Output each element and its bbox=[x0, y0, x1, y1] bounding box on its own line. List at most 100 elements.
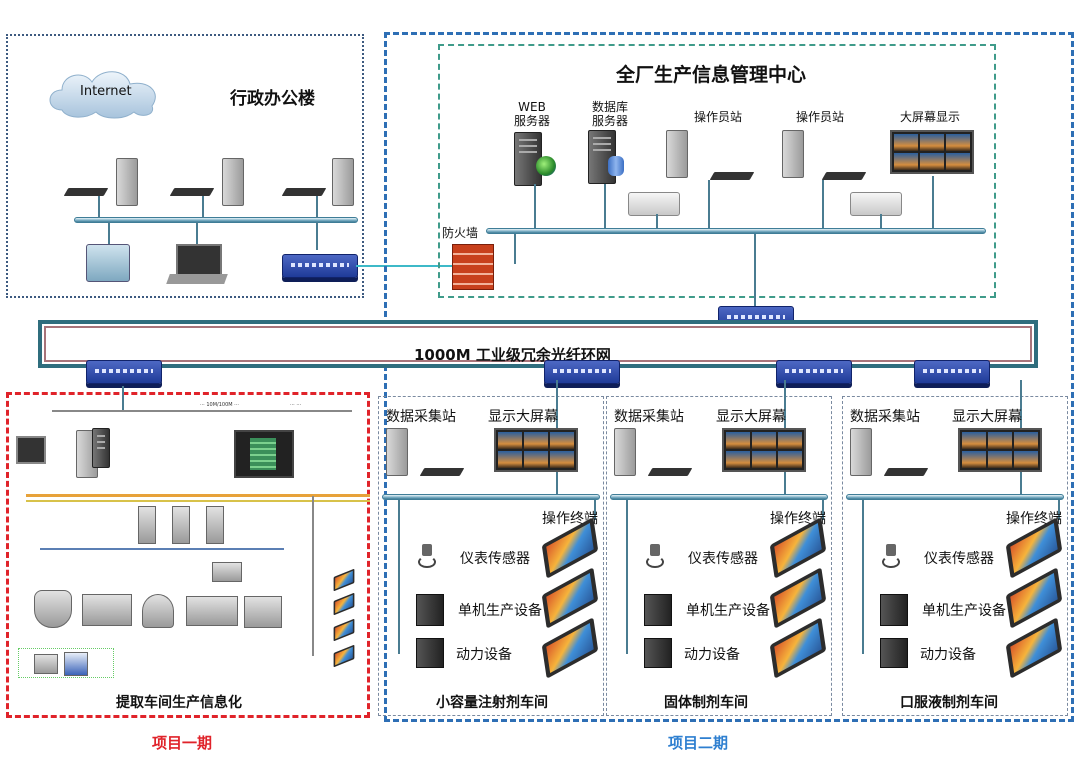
fiber-ring-inner bbox=[44, 326, 1032, 362]
link-line bbox=[316, 196, 318, 218]
phase1-ring-bus bbox=[26, 494, 370, 497]
instrument-sensor-icon bbox=[644, 544, 666, 568]
firewall-label: 防火墙 bbox=[442, 226, 479, 240]
display-screen-label: 显示大屏幕 bbox=[952, 409, 1022, 425]
info-center-title: 全厂生产信息管理中心 bbox=[616, 64, 807, 86]
link-line bbox=[1058, 500, 1060, 520]
workshop-zone bbox=[378, 396, 604, 716]
monitor-icon bbox=[806, 128, 868, 174]
keyboard-icon bbox=[647, 468, 693, 476]
admin-to-firewall-link bbox=[356, 265, 452, 267]
pc-tower-icon bbox=[666, 130, 688, 178]
printer-icon bbox=[628, 192, 680, 216]
workshop-zone bbox=[606, 396, 832, 716]
phase1-ring-bus-2 bbox=[26, 500, 370, 502]
web-server-label: WEB 服务器 bbox=[514, 100, 551, 128]
link-line bbox=[862, 500, 864, 654]
link-line bbox=[398, 500, 400, 654]
internet-label: Internet bbox=[80, 84, 132, 99]
keyboard-icon bbox=[281, 188, 327, 196]
pc-tower-icon bbox=[116, 158, 138, 206]
keyboard-icon bbox=[821, 172, 867, 180]
data-collect-label: 数据采集站 bbox=[850, 409, 920, 425]
phase1-field-bus bbox=[40, 548, 284, 550]
phase1-label: 项目一期 bbox=[152, 734, 213, 752]
cabinet-icon bbox=[172, 506, 190, 544]
keyboard-icon bbox=[63, 188, 109, 196]
production-machine-label: 单机生产设备 bbox=[922, 603, 1006, 619]
monitor-icon bbox=[330, 539, 356, 560]
power-equipment-label: 动力设备 bbox=[684, 647, 740, 663]
ring-switch-phase1-icon bbox=[86, 360, 162, 384]
link-line bbox=[108, 222, 110, 244]
workshop-lan-bus bbox=[846, 494, 1064, 500]
operator-station-label-1: 操作员站 bbox=[694, 110, 743, 124]
admin-building-title: 行政办公楼 bbox=[230, 89, 315, 109]
instrument-sensor-icon bbox=[416, 544, 438, 568]
phase2-zone bbox=[384, 32, 1074, 722]
link-line bbox=[708, 180, 710, 228]
globe-icon bbox=[536, 156, 556, 176]
plc-icon bbox=[212, 562, 242, 582]
production-machine-icon bbox=[644, 594, 672, 626]
link-line bbox=[880, 214, 882, 228]
instrument-sensor-icon bbox=[880, 544, 902, 568]
power-equipment-label: 动力设备 bbox=[456, 647, 512, 663]
workshop-zone bbox=[842, 396, 1068, 716]
power-equipment-label: 动力设备 bbox=[920, 647, 976, 663]
link-line bbox=[312, 496, 314, 656]
operator-station-label-2: 操作员站 bbox=[796, 110, 845, 124]
workshop-lan-bus bbox=[382, 494, 600, 500]
phase1-left-pc-icon bbox=[16, 436, 46, 464]
link-line bbox=[932, 176, 934, 228]
workshop-name: 口服液制剂车间 bbox=[900, 695, 998, 711]
keyboard-icon bbox=[419, 468, 465, 476]
pc-tower-icon bbox=[332, 158, 354, 206]
center-lan-bus bbox=[486, 228, 986, 234]
device-icon bbox=[64, 652, 88, 676]
production-machine-label: 单机生产设备 bbox=[686, 603, 770, 619]
data-collect-label: 数据采集站 bbox=[386, 409, 456, 425]
video-wall-icon bbox=[722, 428, 806, 472]
cabinet-icon bbox=[138, 506, 156, 544]
link-line bbox=[316, 222, 318, 250]
ring-switch-w2-icon bbox=[776, 360, 852, 384]
workshop-name: 小容量注射剂车间 bbox=[436, 695, 548, 711]
monitor-icon bbox=[79, 524, 108, 547]
laptop-icon bbox=[166, 244, 228, 286]
production-machine-icon bbox=[880, 594, 908, 626]
link-line bbox=[514, 234, 516, 264]
instrument-sensor-label: 仪表传感器 bbox=[924, 551, 994, 567]
link-line bbox=[822, 180, 824, 228]
workshop-name: 固体制剂车间 bbox=[664, 695, 748, 711]
pc-tower-icon bbox=[614, 428, 636, 476]
link-line bbox=[626, 500, 628, 654]
internet-cloud-icon bbox=[44, 62, 168, 122]
production-machine-icon bbox=[416, 594, 444, 626]
link-line bbox=[656, 214, 658, 228]
monitor-icon bbox=[406, 426, 468, 472]
tank-icon bbox=[142, 594, 174, 628]
pc-tower-icon bbox=[386, 428, 408, 476]
link-line bbox=[98, 196, 100, 218]
phase1-office-bus bbox=[52, 410, 352, 412]
phase1-workshop-name: 提取车间生产信息化 bbox=[116, 695, 242, 711]
cabinet-icon bbox=[206, 506, 224, 544]
hmi-screen-icon bbox=[234, 430, 294, 478]
production-machine-label: 单机生产设备 bbox=[458, 603, 542, 619]
mini-label: ··· ··· bbox=[290, 402, 302, 408]
workshop-lan-bus bbox=[610, 494, 828, 500]
link-line bbox=[604, 184, 606, 228]
device-icon bbox=[34, 654, 58, 674]
ring-switch-w3-icon bbox=[914, 360, 990, 384]
mini-label: ··· 10M/100M ··· bbox=[200, 402, 239, 408]
monitor-icon bbox=[870, 426, 932, 472]
display-screen-label: 显示大屏幕 bbox=[488, 409, 558, 425]
monitor-icon bbox=[634, 426, 696, 472]
monitor-icon bbox=[330, 517, 356, 538]
server-icon bbox=[92, 428, 110, 468]
instrument-sensor-label: 仪表传感器 bbox=[460, 551, 530, 567]
tank-icon bbox=[82, 594, 132, 626]
phase2-label: 项目二期 bbox=[668, 734, 729, 752]
link-line bbox=[594, 500, 596, 520]
